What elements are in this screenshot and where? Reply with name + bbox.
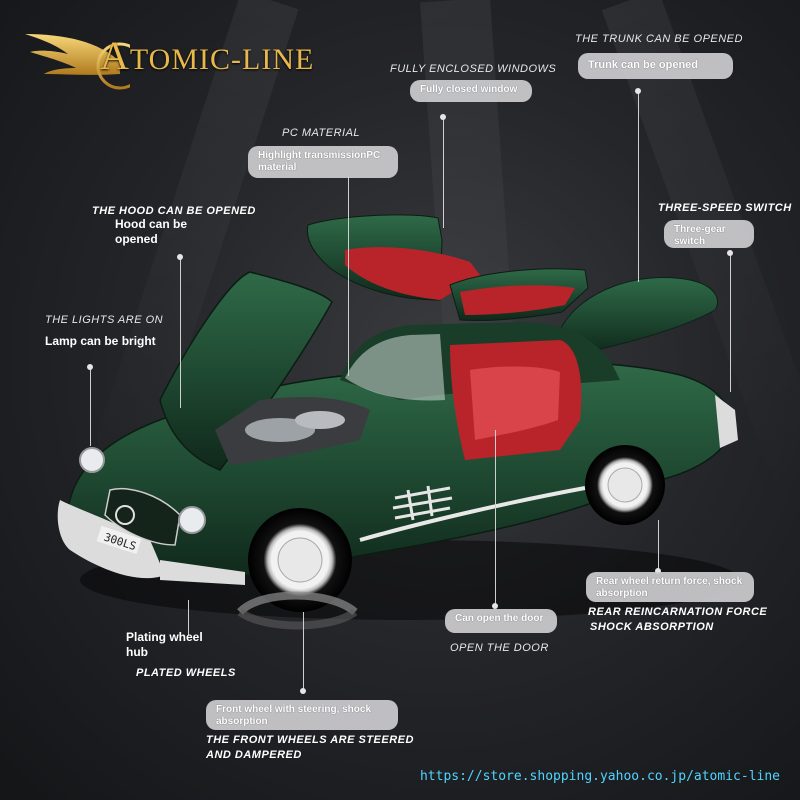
switch-pill: Three-gear switch — [664, 220, 754, 248]
leader-line — [443, 118, 444, 228]
leader-line — [638, 92, 639, 282]
front-tag-line1: THE FRONT WHEELS ARE STEERED — [206, 734, 414, 746]
leader-line — [730, 252, 731, 392]
wheels-text: Plating wheel hub — [126, 630, 203, 659]
door-pill: Can open the door — [445, 609, 557, 633]
windows-tag: FULLY ENCLOSED WINDOWS — [390, 63, 557, 75]
pc-pill: Highlight transmissionPC material — [248, 146, 398, 178]
store-url[interactable]: https://store.shopping.yahoo.co.jp/atomi… — [419, 769, 780, 784]
pc-tag: PC MATERIAL — [282, 127, 361, 139]
trunk-tag: THE TRUNK CAN BE OPENED — [575, 33, 743, 45]
front-tag-line2: AND DAMPERED — [206, 749, 302, 761]
rear-tag-line2: SHOCK ABSORPTION — [590, 621, 714, 633]
leader-line — [658, 520, 659, 570]
wings-logo-icon — [25, 34, 130, 90]
switch-tag: THREE-SPEED SWITCH — [658, 202, 792, 214]
rear-pill: Rear wheel return force, shock absorptio… — [586, 572, 754, 602]
wheels-tag: PLATED WHEELS — [136, 667, 236, 679]
hood-text: Hood can be opened — [115, 217, 188, 246]
leader-line — [180, 258, 181, 408]
leader-dot — [87, 364, 93, 370]
rear-tag-line1: REAR REINCARNATION FORCE — [588, 606, 768, 618]
hood-tag: THE HOOD CAN BE OPENED — [92, 205, 256, 217]
leader-dot — [655, 568, 661, 574]
leader-dot — [727, 250, 733, 256]
leader-dot — [492, 603, 498, 609]
leader-line — [348, 176, 349, 376]
windows-pill: Fully closed window — [410, 80, 532, 102]
leader-dot — [300, 688, 306, 694]
leader-dot — [440, 114, 446, 120]
leader-line — [495, 430, 496, 605]
door-tag: OPEN THE DOOR — [450, 642, 549, 654]
leader-line — [188, 600, 189, 635]
leader-line — [90, 366, 91, 446]
brand-logo: ATOMIC-LINE — [100, 33, 315, 78]
lights-tag: THE LIGHTS ARE ON — [45, 314, 164, 326]
lights-text: Lamp can be bright — [45, 334, 156, 348]
trunk-pill: Trunk can be opened — [578, 53, 733, 79]
leader-line — [303, 612, 304, 690]
front-pill: Front wheel with steering, shock absorpt… — [206, 700, 398, 730]
leader-dot — [635, 88, 641, 94]
leader-dot — [177, 254, 183, 260]
